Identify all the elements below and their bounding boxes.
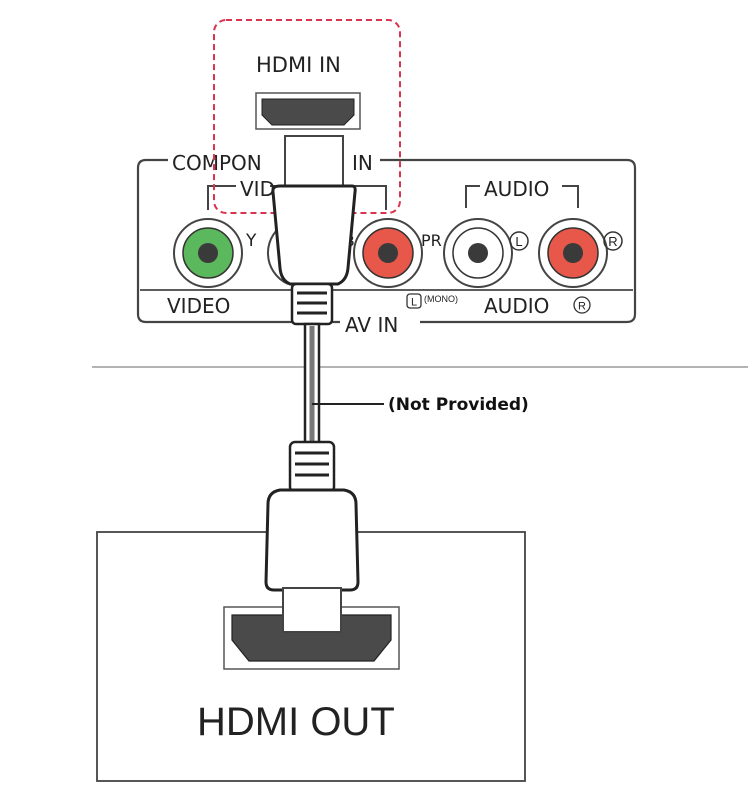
hdmi-cable-wire (303, 322, 321, 446)
y-label: Y (245, 231, 257, 251)
hdmi-in-port[interactable] (255, 92, 361, 130)
audio-bracket (465, 185, 579, 208)
hdmi-cable-bottom-connector (264, 440, 360, 633)
hdmi-in-highlight (213, 19, 401, 214)
svg-text:R: R (608, 234, 617, 249)
cable-note-label: (Not Provided) (388, 395, 529, 415)
pr-label: PR (421, 231, 442, 250)
audio-l-symbol: L (509, 231, 529, 251)
svg-text:R: R (578, 301, 586, 313)
mono-l-symbol: L (406, 293, 422, 309)
panel-outline (136, 158, 637, 324)
mono-label: (MONO) (424, 294, 458, 304)
hdmi-cable-top-connector (271, 135, 357, 326)
hdmi-in-label: HDMI IN (256, 53, 341, 77)
audio-bottom-r-symbol: R (573, 296, 591, 314)
component-label-left: COMPON (172, 151, 262, 175)
svg-text:L: L (411, 297, 417, 309)
component-label-right: IN (352, 151, 373, 175)
hdmi-out-port[interactable] (223, 606, 400, 670)
audio-bottom-label: AUDIO (484, 294, 549, 318)
video-label: VIDEO (167, 294, 230, 318)
pr-jack[interactable] (353, 218, 423, 288)
video-group-label: VID (240, 177, 275, 201)
tv-connector-panel: COMPON IN VID AUDIO Y B PR (136, 151, 637, 337)
hdmi-out-label: HDMI OUT (197, 700, 395, 744)
svg-text:L: L (515, 234, 522, 249)
audio-r-symbol: R (603, 231, 623, 251)
y-jack[interactable] (173, 218, 243, 288)
av-in-label: AV IN (345, 313, 398, 337)
audio-r-jack[interactable] (538, 218, 608, 288)
audio-group-label: AUDIO (484, 177, 549, 201)
audio-l-jack[interactable] (443, 218, 513, 288)
